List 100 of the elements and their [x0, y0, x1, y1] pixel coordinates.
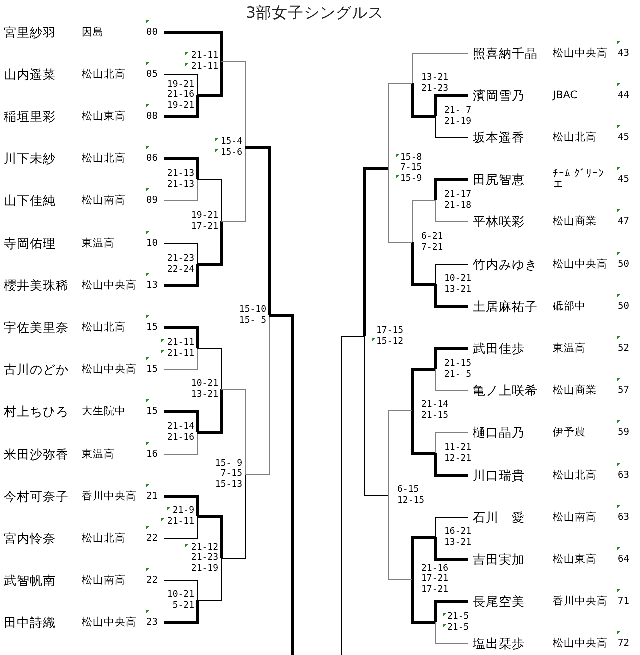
bracket-line: [198, 515, 223, 558]
player-name: 村上ちひろ: [4, 402, 69, 420]
school-name: 香川中央高: [553, 596, 608, 607]
player-name: 櫻井美珠稀: [4, 276, 69, 294]
player-number: 16: [146, 448, 158, 462]
game-score: 21-15: [444, 359, 472, 369]
player-number: 15: [146, 362, 158, 376]
school-name: 松山商業: [553, 216, 597, 227]
bracket-line: [411, 242, 436, 286]
bracket-line: [341, 336, 365, 655]
player-name: 山下佳純: [4, 192, 56, 210]
game-score: 15-4: [220, 137, 242, 147]
bracket-line: [435, 264, 468, 285]
school-name: 東温高: [82, 238, 115, 249]
school-name: 松山中央高: [553, 48, 608, 59]
school-name: 東温高: [82, 449, 115, 460]
bracket-line: [164, 157, 199, 180]
game-score: 21-15: [422, 410, 449, 420]
player-name: 古川のどか: [4, 360, 69, 378]
player-number: 00: [146, 26, 158, 40]
bracket-line: [411, 368, 436, 410]
game-score: 10-21: [191, 379, 218, 389]
game-score: 13-21: [191, 390, 218, 400]
game-score: 21-23: [167, 254, 194, 264]
player-number: 21: [146, 490, 158, 504]
player-number: 64: [618, 552, 630, 566]
player-name: 濱岡雪乃: [473, 86, 525, 104]
player-number: 08: [146, 110, 158, 124]
school-name: 松山中央高: [82, 280, 137, 291]
game-score: 21-16: [422, 564, 449, 574]
game-score: 21-9: [172, 506, 194, 516]
school-name: 松山中央高: [82, 617, 137, 628]
game-score: 15-9: [400, 174, 422, 184]
school-name: 松山東高: [82, 111, 126, 122]
player-name: 田尻智恵: [473, 170, 525, 188]
school-name: 松山北高: [82, 153, 126, 164]
game-score: 21-13: [167, 180, 194, 190]
player-name: 今村可奈子: [4, 488, 69, 506]
school-name: 松山東高: [553, 554, 597, 565]
game-score: 21-19: [191, 564, 218, 574]
bracket-line: [164, 410, 199, 432]
game-score: 17-15: [376, 326, 404, 336]
bracket-line: [434, 454, 468, 477]
bracket-line: [435, 200, 468, 222]
bracket-line: [198, 62, 223, 97]
player-number: 50: [618, 258, 630, 272]
bracket-line: [164, 348, 198, 370]
game-score: 17-21: [191, 222, 218, 232]
school-name: 松山北高: [82, 322, 126, 333]
bracket-line: [164, 243, 198, 265]
bracket-line: [388, 410, 413, 496]
school-name: ﾁｰﾑ ｸﾞﾘｰﾝエ: [553, 168, 606, 190]
player-name: 武田佳歩: [473, 340, 525, 358]
player-name: 宇佐美里奈: [4, 318, 69, 336]
game-score: 7-21: [422, 242, 444, 252]
game-score: 21-13: [167, 169, 194, 179]
school-name: 松山北高: [82, 69, 126, 80]
bracket-line: [434, 178, 468, 200]
bracket-line: [245, 315, 270, 475]
bracket-line: [434, 538, 468, 561]
game-score: 21-11: [167, 516, 194, 526]
game-score: 6-21: [422, 232, 444, 242]
game-score: 10-21: [444, 274, 472, 284]
bracket-line: [164, 74, 198, 96]
player-number: 44: [618, 88, 630, 102]
school-name: 松山北高: [553, 132, 597, 143]
player-name: 稲垣里彩: [4, 108, 56, 126]
player-name: 塩出栞歩: [473, 634, 525, 652]
game-score: 19-21: [167, 100, 194, 111]
player-number: 23: [146, 616, 158, 630]
game-score: 21- 5: [444, 370, 472, 380]
game-score: 15-8: [400, 152, 422, 163]
bracket-line: [164, 264, 199, 287]
player-name: 平林咲彩: [473, 212, 525, 230]
bracket-line: [434, 284, 468, 308]
school-name: 松山中央高: [553, 259, 608, 270]
game-score: 13-21: [422, 73, 449, 83]
game-score: 15-13: [215, 480, 242, 490]
game-score: 12-15: [398, 496, 425, 506]
player-number: 63: [618, 510, 630, 524]
bracket-line: [434, 347, 468, 370]
school-name: 松山中央高: [82, 364, 137, 375]
bracket-line: [164, 432, 198, 455]
school-name: 因島: [82, 27, 104, 38]
bracket-line: [435, 622, 468, 644]
bracket-line: [221, 474, 246, 559]
game-score: 21-14: [422, 400, 449, 410]
school-name: 松山北高: [82, 533, 126, 544]
game-score: 21-12: [191, 542, 218, 553]
player-name: 吉田実加: [473, 550, 525, 568]
bracket-line: [221, 147, 246, 222]
game-score: 15-10: [239, 305, 266, 315]
bracket-line: [164, 495, 199, 516]
school-name: JBAC: [553, 90, 578, 101]
game-score: 16-21: [444, 527, 472, 537]
bracket-line: [270, 314, 294, 655]
player-name: 長尾空美: [473, 592, 525, 610]
bracket-line: [388, 495, 413, 580]
school-name: 松山中央高: [553, 638, 608, 649]
player-number: 50: [618, 300, 630, 314]
